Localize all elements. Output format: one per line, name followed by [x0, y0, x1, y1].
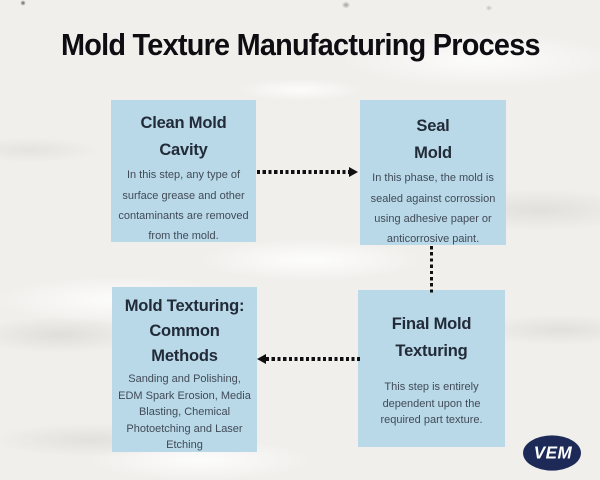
- vem-logo: VEM: [521, 434, 583, 472]
- step-box-clean-mold-cavity: Clean Mold Cavity In this step, any type…: [111, 100, 256, 242]
- step-heading: Mold Texturing: Common Methods: [124, 297, 245, 365]
- vem-logo-text: VEM: [534, 444, 573, 463]
- step-description: In this step, any type of surface grease…: [118, 169, 249, 243]
- step-box-final-mold-texturing: Final Mold Texturing This step is entire…: [358, 290, 505, 447]
- step-box-mold-texturing-common-methods: Mold Texturing: Common Methods Sanding a…: [112, 287, 257, 452]
- dotted-connector-down-icon: [430, 246, 434, 293]
- step-box-seal-mold: Seal Mold In this phase, the mold is sea…: [360, 100, 506, 245]
- step-description: In this phase, the mold is sealed agains…: [370, 172, 496, 246]
- step-heading: Seal Mold: [414, 117, 452, 162]
- step-heading: Clean Mold Cavity: [140, 114, 227, 159]
- page-title-text: Mold Texture Manufacturing Process: [60, 27, 541, 62]
- step-description: This step is entirely dependent upon the…: [380, 381, 483, 426]
- arrowhead-right: [349, 167, 358, 177]
- step-heading: Final Mold Texturing: [391, 315, 472, 360]
- step-description: Sanding and Polishing, EDM Spark Erosion…: [118, 373, 251, 452]
- dotted-arrow-left-icon: [257, 354, 360, 364]
- dotted-line: [266, 357, 360, 361]
- arrowhead-left: [257, 354, 266, 364]
- page-title: Mold Texture Manufacturing Process: [0, 27, 600, 63]
- vem-logo-graphic: VEM: [523, 435, 581, 471]
- dotted-arrow-right-icon: [257, 167, 358, 177]
- dotted-line: [257, 170, 349, 174]
